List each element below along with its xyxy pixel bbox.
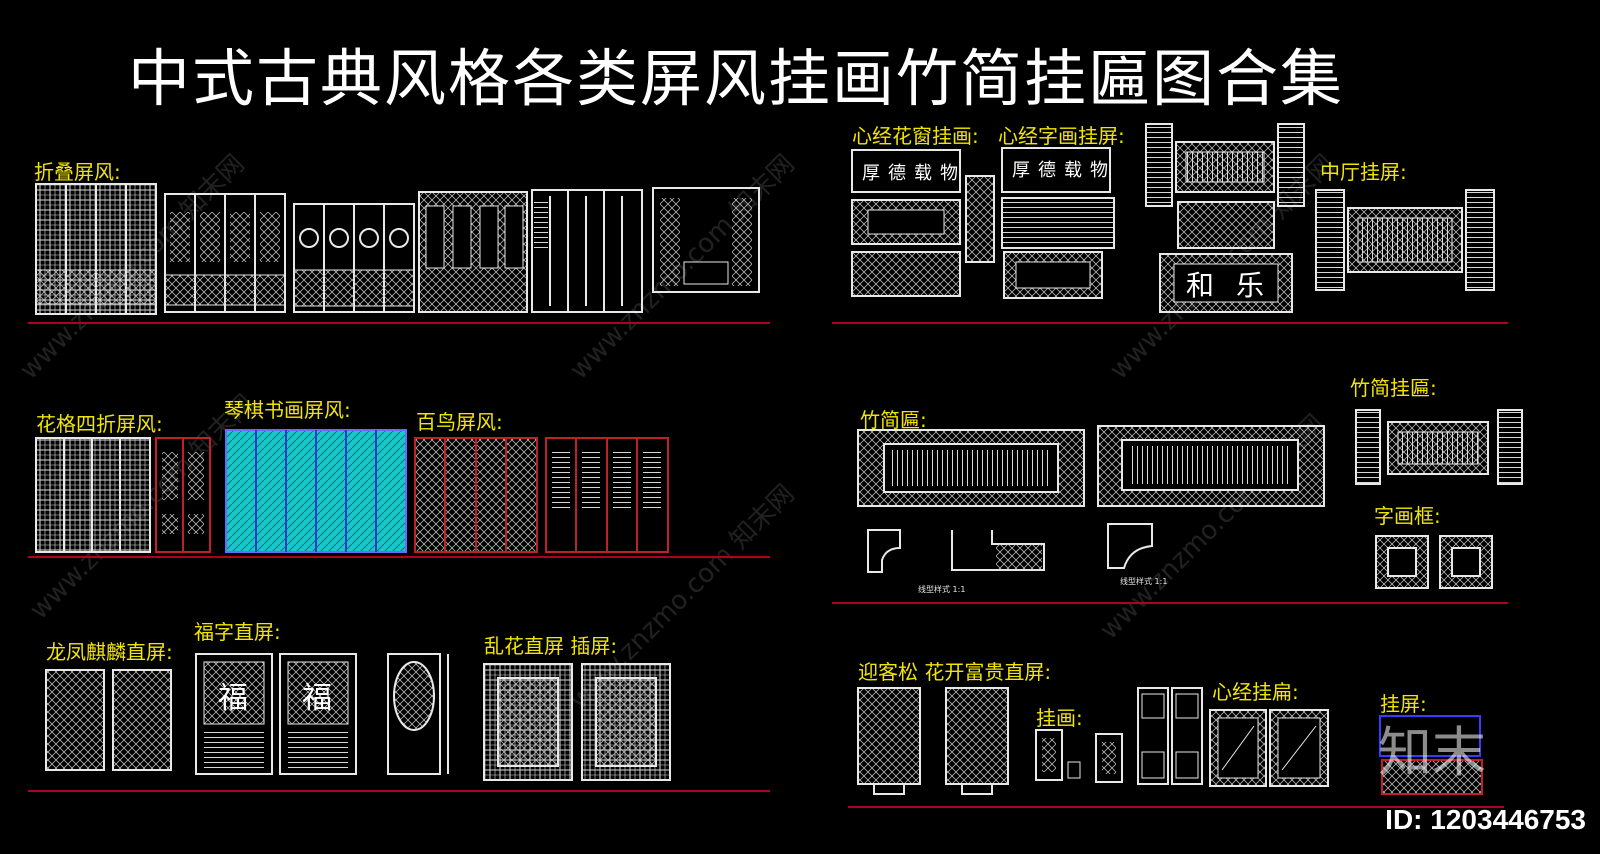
heart-sutra-window-paintings	[851, 149, 995, 297]
seal-text: 厚德载物	[1012, 160, 1116, 181]
profile-section-right	[1107, 523, 1153, 569]
hanging-screen	[1379, 715, 1483, 795]
site-logo: 知末	[1378, 721, 1486, 784]
folding-screen-6	[652, 187, 760, 293]
profile-caption: 线型样式 1:1	[918, 584, 965, 594]
section-rule	[28, 790, 770, 792]
bamboo-plaque-1	[857, 429, 1085, 507]
section-rule	[848, 806, 1504, 808]
fu-character: 福	[302, 681, 332, 716]
label-heart-sutra-calligraphy: 心经字画挂屏:	[998, 124, 1125, 148]
section-rule	[28, 556, 770, 558]
luan-hua-screens	[483, 663, 671, 781]
hall-hanging-screen	[1315, 189, 1495, 291]
label-heart-sutra-plaque: 心经挂扁:	[1212, 680, 1299, 704]
profile-caption: 线型样式 1:1	[1120, 576, 1167, 586]
folding-screen-1	[35, 183, 157, 315]
bamboo-hanging-plaque	[1355, 409, 1523, 485]
folding-screen-3	[293, 203, 415, 313]
folding-screen-2	[164, 193, 286, 313]
bamboo-plaque-2	[1097, 425, 1325, 507]
fu-character: 福	[218, 681, 248, 716]
label-fu-screen: 福字直屏:	[194, 620, 281, 644]
he-le-text: 和乐	[1186, 269, 1286, 302]
asset-id: ID: 1203446753	[1385, 804, 1586, 835]
label-bamboo-plaque: 竹简匾:	[860, 408, 927, 432]
folding-screen-4	[418, 191, 528, 313]
seal-text: 厚德载物	[862, 163, 966, 184]
label-heart-sutra-window: 心经花窗挂画:	[852, 124, 979, 148]
fu-screens	[195, 653, 357, 775]
hundred-birds-screen-2	[545, 437, 669, 553]
label-lattice-four-fold: 花格四折屏风:	[36, 412, 163, 436]
heart-sutra-plaques	[1137, 687, 1329, 787]
two-panel-red-screen	[155, 437, 211, 553]
lattice-four-fold-screen	[35, 437, 151, 553]
section-rule	[832, 322, 1508, 324]
label-picture-frame: 字画框:	[1374, 504, 1441, 528]
label-bamboo-hanging-plaque: 竹简挂匾:	[1350, 376, 1437, 400]
label-luan-hua: 乱花直屏 插屏:	[484, 634, 618, 658]
label-hanging-painting: 挂画:	[1036, 706, 1083, 730]
profile-section-left	[867, 529, 1045, 573]
label-qin-qi-shu-hua: 琴棋书画屏风:	[224, 398, 351, 422]
qin-qi-shu-hua-screen	[225, 429, 407, 553]
oval-screen	[387, 653, 449, 775]
hundred-birds-screen-1	[414, 437, 538, 553]
welcome-pine-screens	[857, 687, 1009, 795]
label-hanging-screen: 挂屏:	[1380, 692, 1427, 716]
picture-frames	[1375, 535, 1493, 589]
label-folding-screen: 折叠屏风:	[34, 160, 121, 184]
dragon-phoenix-screens	[45, 669, 172, 771]
center-plaques	[1145, 123, 1305, 313]
label-dragon-phoenix: 龙凤麒麟直屏:	[46, 640, 173, 664]
page-title: 中式古典风格各类屏风挂画竹简挂匾图合集	[128, 42, 1345, 115]
folding-screen-5	[531, 189, 643, 313]
section-rule	[832, 602, 1508, 604]
heart-sutra-calligraphy-screens	[1001, 147, 1115, 299]
label-hall-screen: 中厅挂屏:	[1320, 160, 1407, 184]
section-rule	[28, 322, 770, 324]
hanging-paintings	[1035, 729, 1123, 783]
label-welcome-pine: 迎客松 花开富贵直屏:	[858, 660, 1052, 684]
label-hundred-birds: 百鸟屏风:	[416, 410, 503, 434]
